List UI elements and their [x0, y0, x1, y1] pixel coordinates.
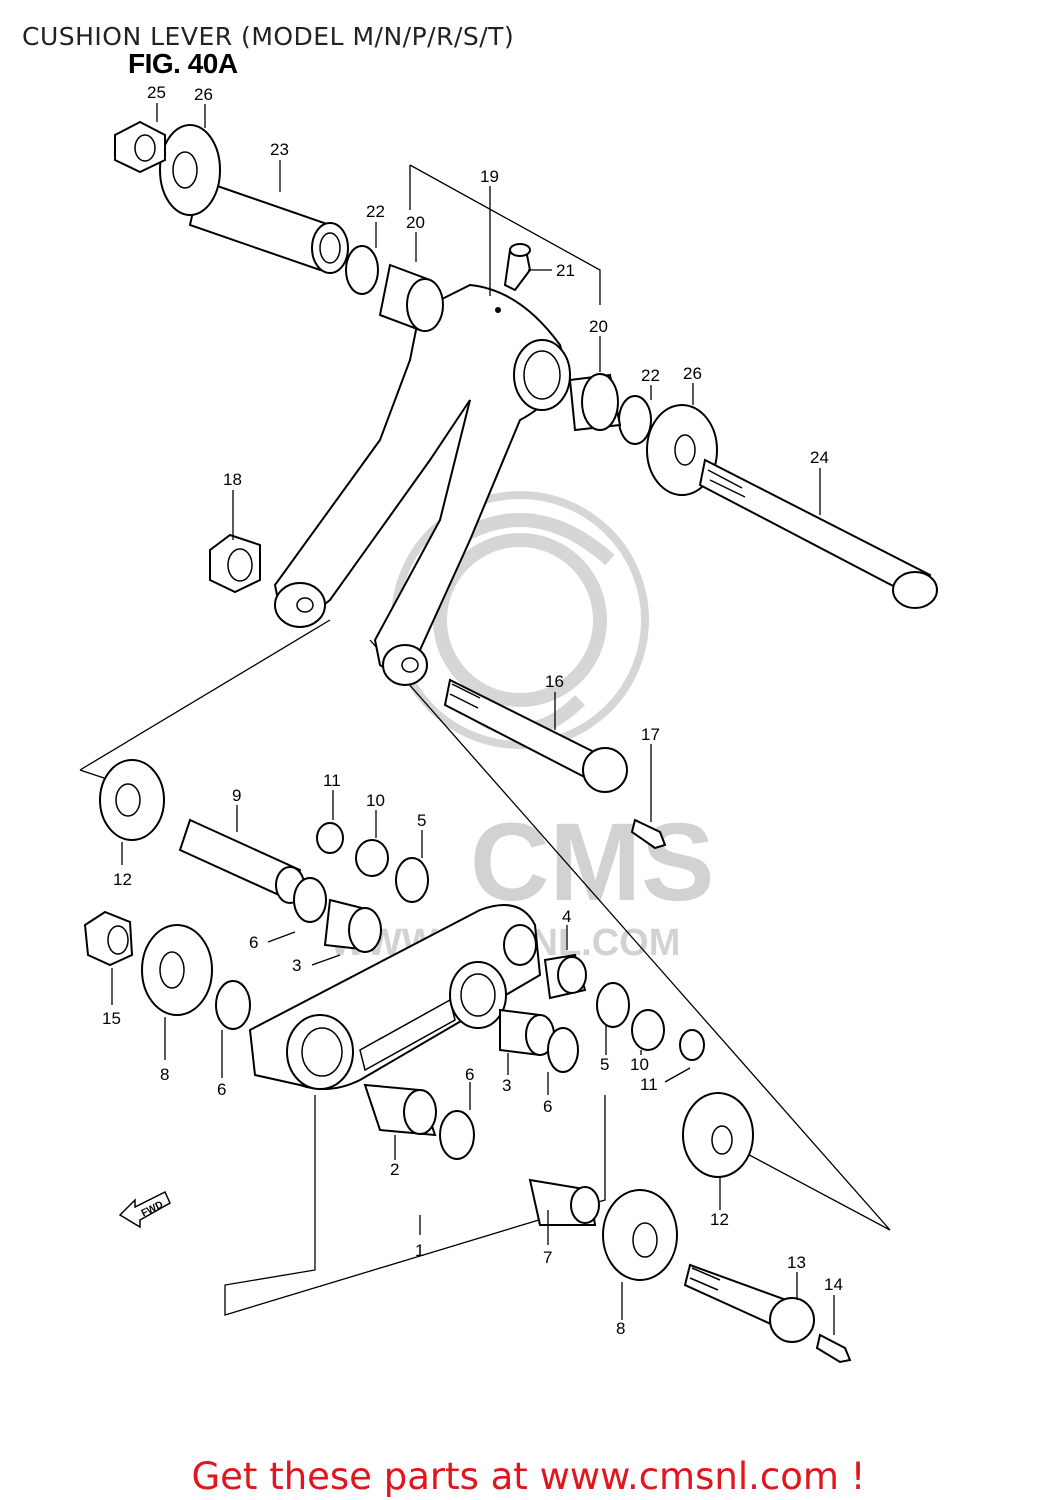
part-label-26-top: 26	[194, 85, 213, 104]
washer-8-left	[141, 924, 213, 1016]
part-label-8-right: 8	[616, 1319, 625, 1338]
bearing-3-top	[323, 898, 382, 953]
part-label-11-top: 11	[323, 771, 341, 790]
part-label-16: 16	[545, 672, 564, 691]
part-label-13: 13	[787, 1253, 806, 1272]
part-label-1: 1	[415, 1241, 424, 1260]
part-label-26-right: 26	[683, 364, 702, 383]
part-label-8-left: 8	[160, 1065, 169, 1084]
part-label-2: 2	[390, 1160, 399, 1179]
part-label-20-top: 20	[406, 213, 425, 232]
nipple-11-right	[679, 1029, 705, 1061]
seal-5-right	[596, 982, 630, 1028]
bolt-24	[698, 458, 938, 609]
grease-nipple-14	[815, 1333, 852, 1364]
bolt-13	[683, 1263, 815, 1343]
part-label-4: 4	[562, 907, 571, 926]
nut-15	[83, 910, 134, 967]
part-label-3-top: 3	[292, 956, 301, 975]
part-label-24: 24	[810, 448, 829, 467]
part-label-25: 25	[147, 83, 166, 102]
bolt-16	[443, 678, 628, 793]
page-title: CUSHION LEVER (MODEL M/N/P/R/S/T)	[22, 22, 515, 51]
part-label-17: 17	[641, 725, 660, 744]
part-label-22-top: 22	[366, 202, 385, 221]
leader-lines	[79, 164, 891, 1316]
nipple-11-top	[316, 822, 344, 854]
seal-6-left	[215, 980, 251, 1030]
part-label-6-mid: 6	[543, 1097, 552, 1116]
seal-6-top	[293, 877, 327, 923]
part-label-18: 18	[223, 470, 242, 489]
part-label-10-top: 10	[366, 791, 385, 810]
collar-9	[178, 818, 305, 904]
grease-nipple-17	[630, 818, 667, 850]
washer-8-right	[602, 1189, 678, 1281]
washer-12-left	[99, 759, 165, 841]
washer-26-right	[646, 404, 718, 496]
washer-12-right	[682, 1092, 754, 1178]
cushion-lever-upper	[273, 283, 572, 686]
cap-10-right	[631, 1009, 665, 1051]
bearing-3-lower	[499, 1008, 555, 1057]
part-label-5-right: 5	[600, 1055, 609, 1074]
part-label-6-left: 6	[217, 1080, 226, 1099]
nut-18	[209, 533, 261, 594]
grease-nipple-21	[503, 243, 532, 292]
part-label-14: 14	[824, 1275, 843, 1294]
part-label-6-lower: 6	[465, 1065, 474, 1084]
part-label-12-left: 12	[113, 870, 132, 889]
parts-link-cta[interactable]: Get these parts at www.cmsnl.com !	[191, 1455, 866, 1498]
seal-6-bottom	[439, 1110, 475, 1160]
seal-22-left	[345, 245, 379, 295]
part-label-6-top: 6	[249, 933, 258, 952]
exploded-parts-diagram: CMS WWW.CMSNL.COM	[79, 83, 938, 1364]
bearing-20-right	[568, 373, 622, 432]
part-label-3-lower: 3	[502, 1076, 511, 1095]
cushion-rod-1	[248, 904, 542, 1090]
collar-7	[528, 1178, 600, 1226]
part-label-7: 7	[543, 1248, 552, 1267]
part-label-23: 23	[270, 140, 289, 159]
part-label-20-right: 20	[589, 317, 608, 336]
bearing-20-left	[378, 263, 444, 332]
cap-10-top	[355, 839, 389, 877]
figure-label: FIG. 40A	[128, 48, 238, 79]
part-label-15: 15	[102, 1009, 121, 1028]
part-number-labels: 25 26 23 19 22 20 21 20 22 26 24 18 16 1…	[102, 83, 843, 1338]
forward-direction-arrow: FWD	[118, 1190, 171, 1229]
part-label-11-right: 11	[640, 1075, 658, 1094]
part-label-5-top: 5	[417, 811, 426, 830]
bearing-2	[363, 1083, 437, 1137]
seal-6-mid	[547, 1027, 579, 1073]
part-label-9: 9	[232, 786, 241, 805]
seal-22-right	[618, 395, 652, 445]
label-leaders	[111, 103, 835, 1335]
bushing-4	[543, 953, 587, 1000]
washer-26-top	[159, 124, 221, 216]
part-label-12-right: 12	[710, 1210, 729, 1229]
part-label-10-right: 10	[630, 1055, 649, 1074]
part-label-19: 19	[480, 167, 499, 186]
nut-25	[114, 120, 166, 174]
part-label-22-right: 22	[641, 366, 660, 385]
watermark-brand: CMS	[470, 801, 714, 924]
seal-5-top	[395, 857, 429, 903]
part-label-21: 21	[556, 261, 575, 280]
